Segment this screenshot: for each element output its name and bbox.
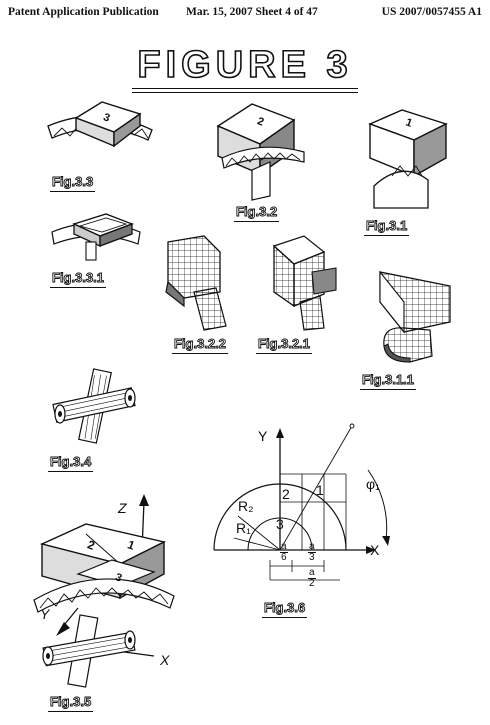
page-header: Patent Application Publication Mar. 15, …	[8, 6, 482, 22]
fig-3-5-x-axis-label: X	[160, 652, 170, 668]
fig-3-1-face-label: 1	[404, 116, 414, 129]
title-underline-2	[132, 92, 358, 93]
fig-3-6-a3: a 3	[308, 541, 316, 563]
fig-3-5-drawing: 2 1 3	[33, 494, 175, 688]
fig-3-3-1-caption: Fig.3.3.1	[49, 270, 107, 288]
fig-3-6-zone-1: 1	[316, 482, 324, 498]
fig-3-1-1-drawing	[379, 270, 451, 363]
fig-3-1-drawing: 1	[368, 109, 448, 209]
fig-3-1-1-caption: Fig.3.1.1	[359, 372, 417, 390]
fig-3-6-r2-label: R₂	[238, 498, 254, 514]
fig-3-4-drawing	[52, 368, 136, 444]
publication-type: Patent Application Publication	[8, 6, 159, 18]
fig-3-2-drawing: 2	[216, 103, 305, 201]
fig-3-5-face-3: 3	[114, 571, 124, 584]
fig-3-6-phi-label: φ₁	[366, 476, 380, 492]
fig-3-2-2-caption: Fig.3.2.2	[171, 336, 229, 354]
fig-3-6-a2: a 2	[308, 567, 316, 589]
publication-date-sheet: Mar. 15, 2007 Sheet 4 of 47	[186, 6, 318, 18]
fig-3-6-y-axis-label: Y	[258, 428, 268, 444]
fig-3-3-face-label: 3	[102, 111, 112, 124]
fig-3-5-z-axis-label: Z	[118, 500, 127, 516]
fig-3-6-zone-3: 3	[276, 516, 284, 532]
fig-3-6-drawing	[213, 423, 390, 581]
fig-3-2-1-drawing	[272, 235, 337, 331]
fig-3-2-1-caption: Fig.3.2.1	[255, 336, 313, 354]
fig-3-2-face-label: 2	[256, 115, 266, 128]
fig-3-6-x-axis-label: X	[370, 542, 380, 558]
publication-number: US 2007/0057455 A1	[381, 6, 482, 18]
figure-title: FIGURE 3	[137, 43, 353, 87]
fig-3-3-caption: Fig.3.3	[49, 174, 96, 192]
fig-3-3-1-drawing	[51, 213, 141, 261]
fig-3-6-r1-label: R₁	[236, 520, 251, 536]
fig-3-6-a6: a 6	[280, 541, 288, 563]
fig-3-2-2-drawing	[165, 235, 227, 331]
title-underline-1	[132, 88, 358, 89]
fig-3-4-caption: Fig.3.4	[47, 454, 94, 472]
fig-3-6-caption: Fig.3.6	[261, 600, 308, 618]
fig-3-5-caption: Fig.3.5	[47, 694, 94, 712]
fig-3-6-zone-2: 2	[282, 486, 290, 502]
fig-3-2-caption: Fig.3.2	[233, 204, 280, 222]
fig-3-1-caption: Fig.3.1	[363, 218, 410, 236]
fig-3-3-drawing: 3	[47, 101, 153, 148]
fig-3-5-face-1: 1	[126, 537, 137, 553]
fig-3-5-y-axis-label: Y	[40, 606, 50, 622]
fig-3-5-face-2: 2	[86, 537, 97, 553]
